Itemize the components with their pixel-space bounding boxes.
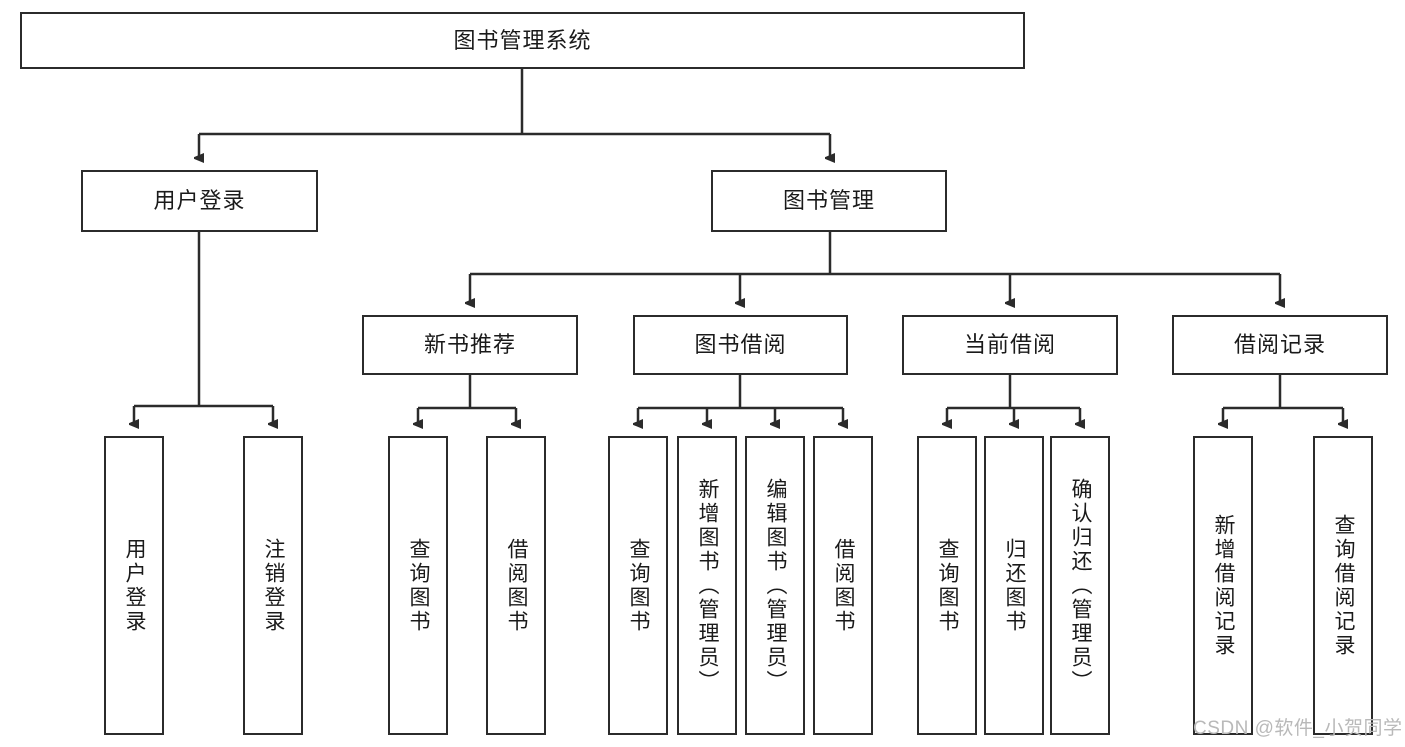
node-leaf-query-record[interactable]: 查询借阅记录 xyxy=(1313,436,1373,735)
node-leaf-add-book-label: 新增图书（管理员） xyxy=(696,477,720,694)
node-leaf-return-book-label: 归还图书 xyxy=(1003,537,1027,634)
node-leaf-logout-label: 注销登录 xyxy=(262,537,286,634)
node-new-book-rec[interactable]: 新书推荐 xyxy=(362,315,578,375)
node-book-manage[interactable]: 图书管理 xyxy=(711,170,947,232)
node-leaf-borrow-book-1-label: 借阅图书 xyxy=(505,537,529,634)
node-leaf-query-book-2[interactable]: 查询图书 xyxy=(608,436,668,735)
node-leaf-borrow-book-1[interactable]: 借阅图书 xyxy=(486,436,546,735)
node-leaf-add-record[interactable]: 新增借阅记录 xyxy=(1193,436,1253,735)
node-leaf-user-login[interactable]: 用户登录 xyxy=(104,436,164,735)
node-leaf-query-record-label: 查询借阅记录 xyxy=(1332,513,1356,658)
node-new-book-rec-label: 新书推荐 xyxy=(423,332,516,358)
node-leaf-borrow-book-2-label: 借阅图书 xyxy=(832,537,856,634)
node-borrow-record[interactable]: 借阅记录 xyxy=(1172,315,1388,375)
node-root[interactable]: 图书管理系统 xyxy=(20,12,1025,69)
node-leaf-borrow-book-2[interactable]: 借阅图书 xyxy=(813,436,873,735)
node-leaf-logout[interactable]: 注销登录 xyxy=(243,436,303,735)
node-leaf-edit-book-label: 编辑图书（管理员） xyxy=(764,477,788,694)
node-leaf-confirm-return[interactable]: 确认归还（管理员） xyxy=(1050,436,1110,735)
node-leaf-return-book[interactable]: 归还图书 xyxy=(984,436,1044,735)
node-leaf-query-book-1[interactable]: 查询图书 xyxy=(388,436,448,735)
node-user-login[interactable]: 用户登录 xyxy=(81,170,318,232)
node-book-borrow-label: 图书借阅 xyxy=(694,332,787,358)
node-current-borrow-label: 当前借阅 xyxy=(963,332,1056,358)
node-user-login-label: 用户登录 xyxy=(153,188,246,214)
node-book-borrow[interactable]: 图书借阅 xyxy=(633,315,848,375)
node-leaf-query-book-2-label: 查询图书 xyxy=(627,537,651,634)
node-leaf-user-login-label: 用户登录 xyxy=(123,537,147,634)
node-leaf-confirm-return-label: 确认归还（管理员） xyxy=(1069,477,1093,694)
node-root-label: 图书管理系统 xyxy=(453,27,592,53)
node-leaf-query-book-3[interactable]: 查询图书 xyxy=(917,436,977,735)
watermark: CSDN @软件_小贺同学 xyxy=(1193,718,1403,739)
node-leaf-add-book[interactable]: 新增图书（管理员） xyxy=(677,436,737,735)
node-leaf-query-book-1-label: 查询图书 xyxy=(407,537,431,634)
node-leaf-query-book-3-label: 查询图书 xyxy=(936,537,960,634)
node-borrow-record-label: 借阅记录 xyxy=(1233,332,1326,358)
node-leaf-add-record-label: 新增借阅记录 xyxy=(1212,513,1236,658)
node-book-manage-label: 图书管理 xyxy=(782,188,875,214)
node-leaf-edit-book[interactable]: 编辑图书（管理员） xyxy=(745,436,805,735)
node-current-borrow[interactable]: 当前借阅 xyxy=(902,315,1118,375)
